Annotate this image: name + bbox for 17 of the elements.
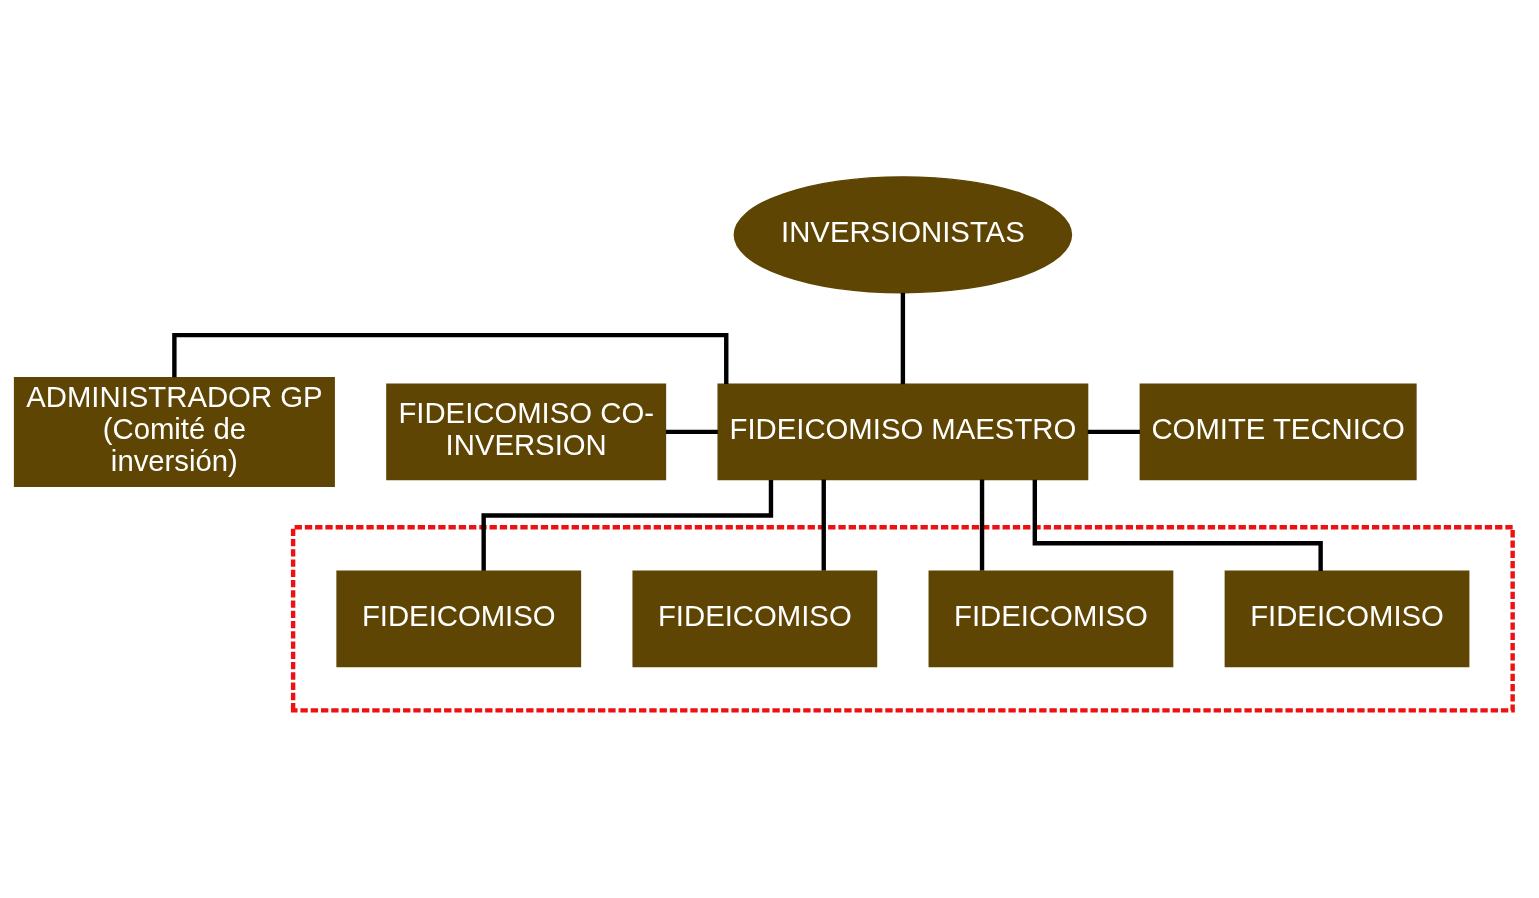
connector: [900, 292, 906, 384]
node-box: COMITE TECNICO: [1139, 383, 1417, 480]
connector: [979, 479, 985, 571]
connector: [1087, 429, 1140, 434]
node-box: FIDEICOMISO: [632, 569, 878, 667]
node-box: FIDEICOMISO MAESTRO: [717, 383, 1089, 480]
connector: [172, 332, 729, 384]
node-ellipse: INVERSIONISTAS: [733, 175, 1073, 293]
node-box: FIDEICOMISO CO-INVERSION: [386, 383, 667, 480]
cluster: [290, 524, 1515, 713]
node-box: FIDEICOMISO: [928, 569, 1174, 667]
connector: [481, 479, 774, 571]
connector: [821, 479, 826, 571]
connector: [665, 429, 718, 434]
node-box: ADMINISTRADOR GP (Comité de inversión): [13, 376, 335, 487]
node-box: FIDEICOMISO: [1224, 569, 1470, 667]
node-box: FIDEICOMISO: [336, 569, 582, 667]
